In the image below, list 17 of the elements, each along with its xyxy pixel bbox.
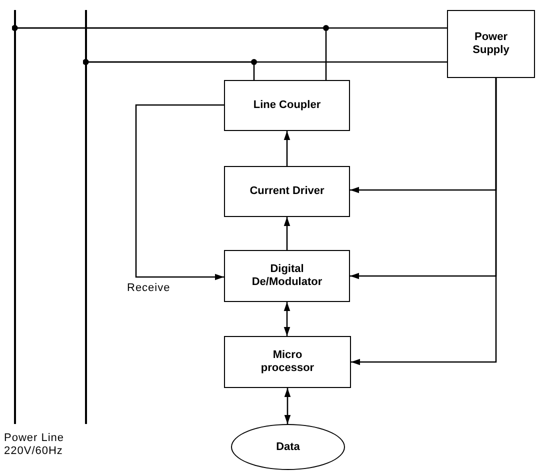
box-label: Digital De/Modulator <box>250 263 324 289</box>
box-label: Current Driver <box>250 185 324 198</box>
arrow <box>284 217 290 250</box>
process-box <box>224 250 350 302</box>
box-label: Micro processor <box>260 349 316 375</box>
box-label: Data <box>276 440 300 454</box>
arrow <box>135 104 224 280</box>
arrow <box>351 78 497 366</box>
box-label: Line Coupler <box>253 99 321 112</box>
process-box <box>224 336 351 388</box>
process-box <box>224 80 350 131</box>
process-box <box>224 166 350 217</box>
arrow <box>284 388 291 424</box>
box-label: Power Supply <box>472 31 510 57</box>
process-box <box>447 10 535 78</box>
arrow <box>284 131 290 166</box>
arrow <box>284 302 290 336</box>
